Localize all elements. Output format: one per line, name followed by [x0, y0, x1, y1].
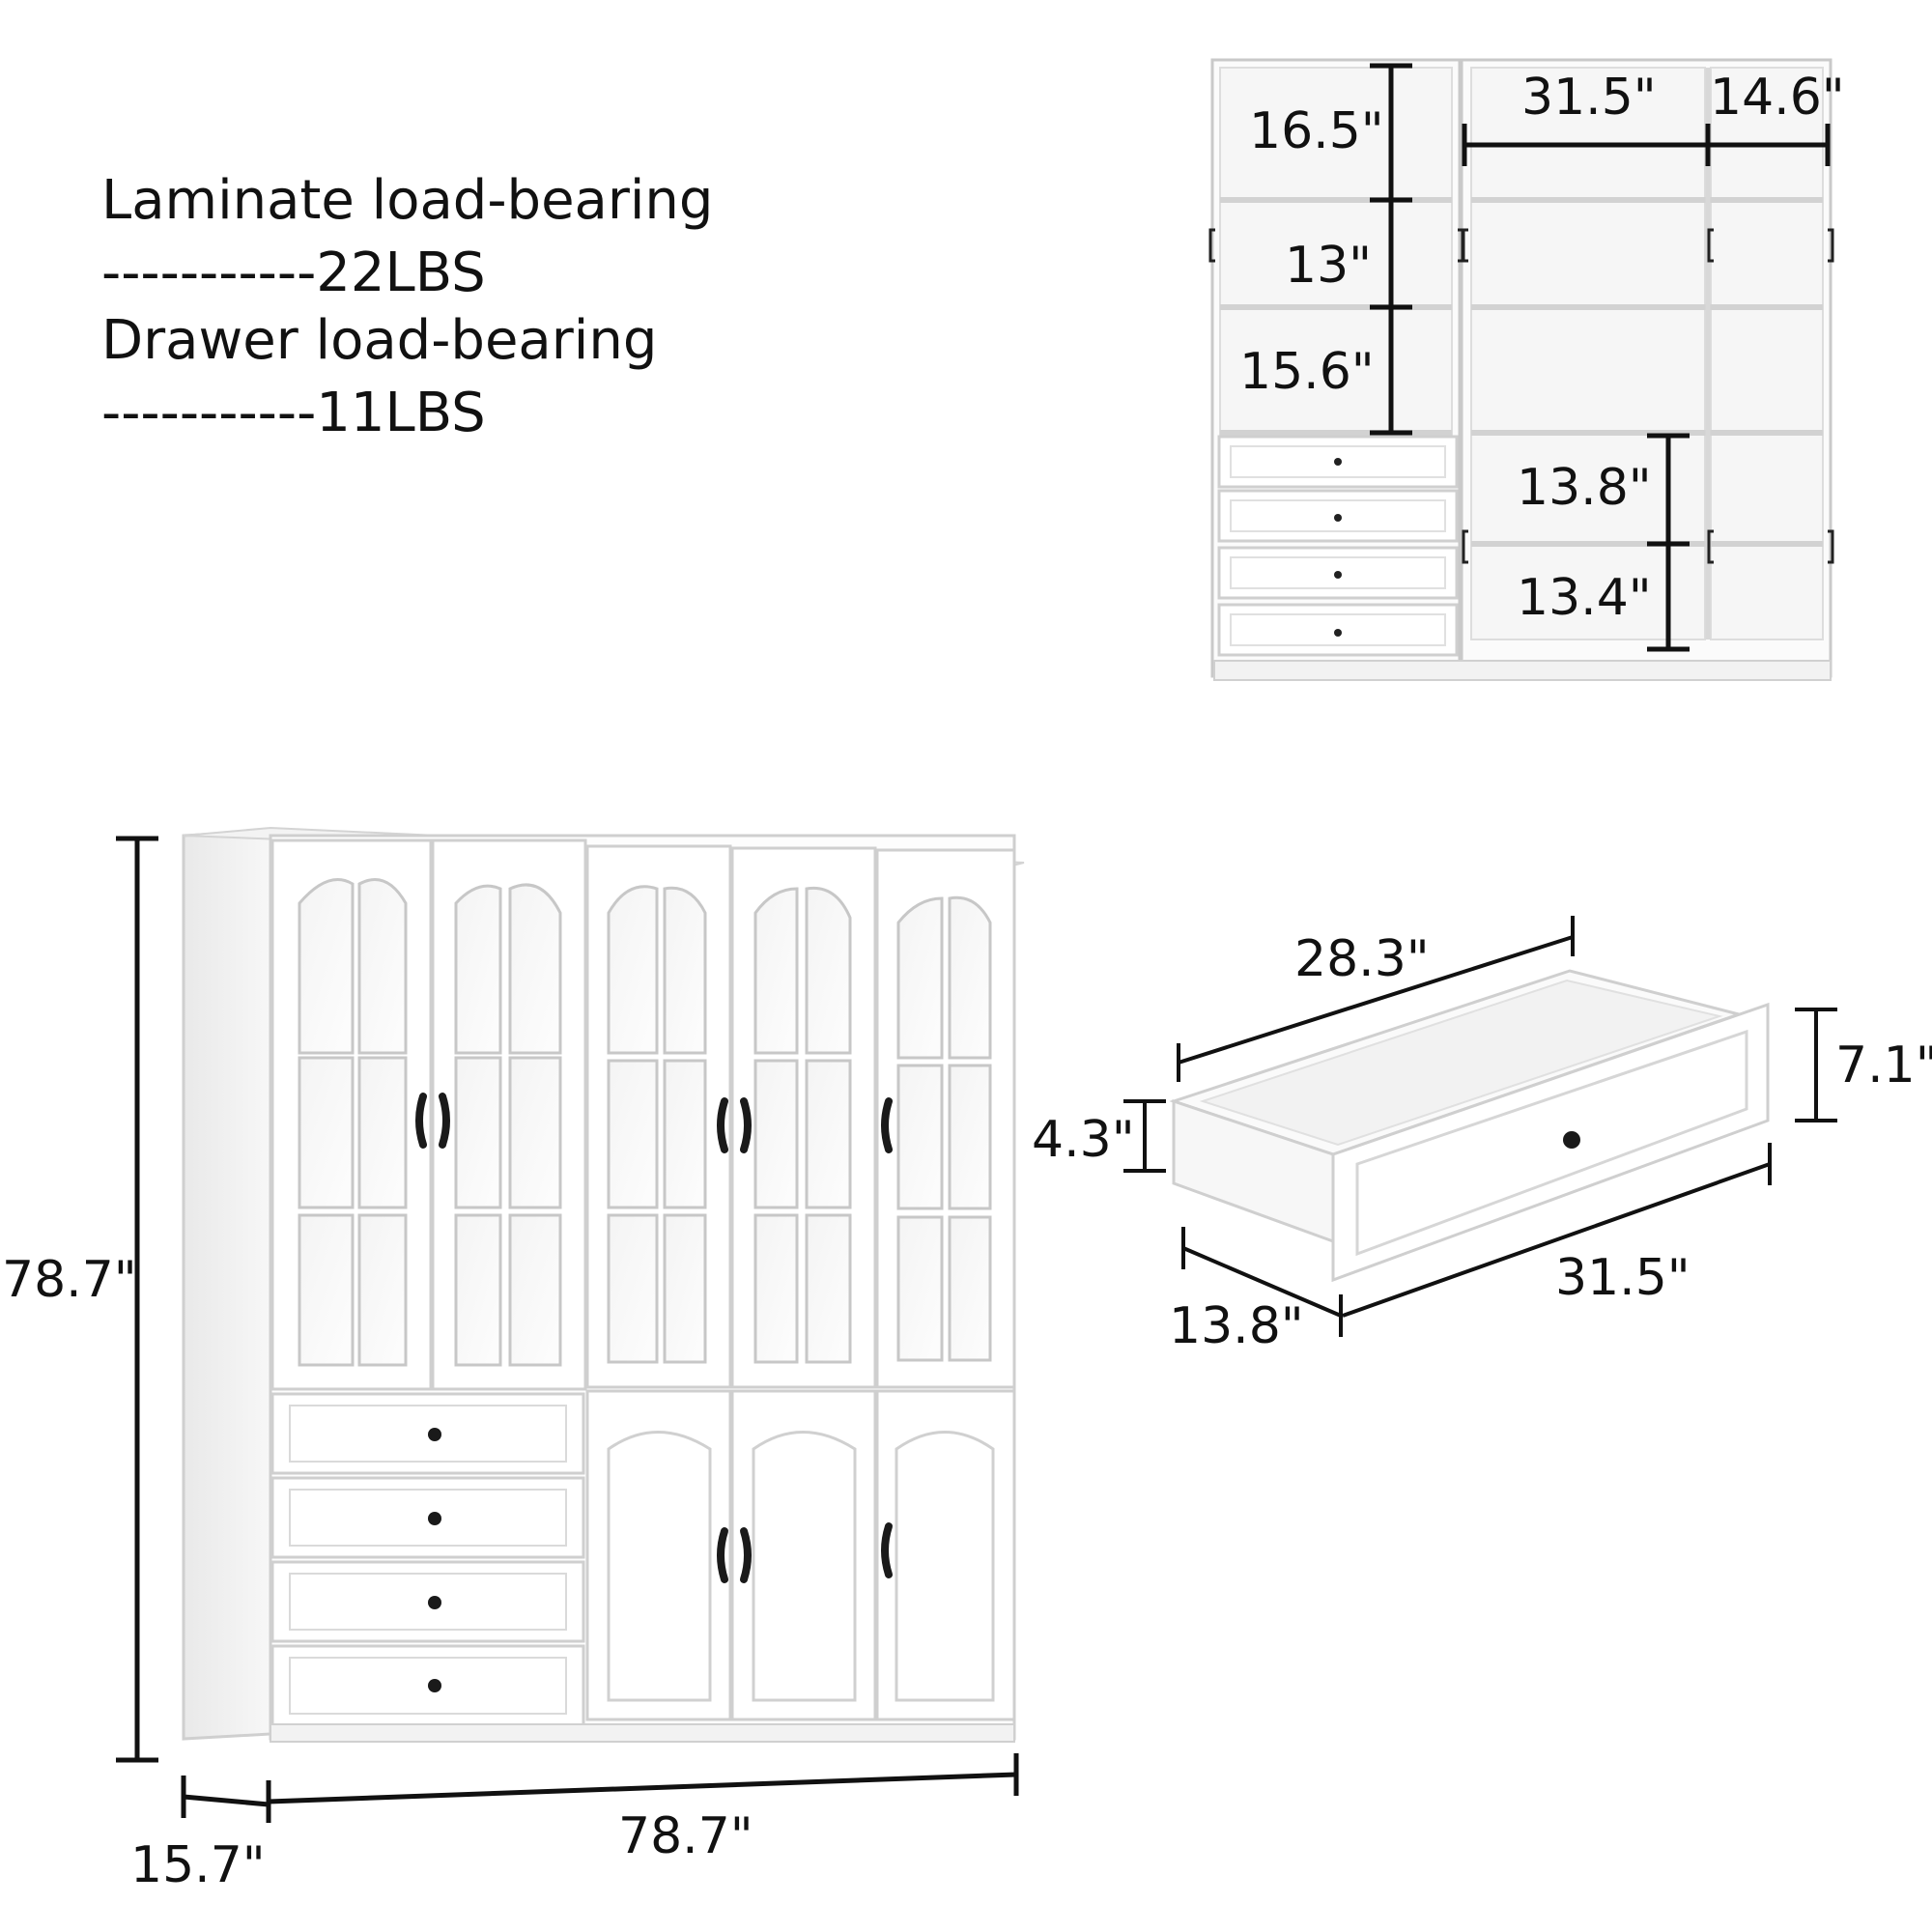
interior-drawer-stack — [1217, 435, 1459, 657]
dim-lower-shelf-upper: 13.8" — [1517, 459, 1652, 517]
dim-side-width: 14.6" — [1710, 69, 1845, 127]
dim-center-width: 31.5" — [1521, 69, 1657, 127]
drawer-load-value: -----------11LBS — [101, 382, 486, 444]
dim-shelf-top: 16.5" — [1249, 102, 1384, 160]
cabinet-front-view: 78.7" 78.7" 15.7" — [2, 826, 1025, 1894]
dim-cabinet-height: 78.7" — [2, 1251, 137, 1309]
dim-drawer-depth: 13.8" — [1169, 1297, 1304, 1355]
dim-drawer-box-height: 4.3" — [1032, 1111, 1135, 1169]
dim-drawer-inner-length: 28.3" — [1294, 930, 1430, 988]
drawer-knob — [1563, 1131, 1580, 1149]
interior-shelves-left — [1220, 197, 1452, 436]
interior-view: 16.5" 13" 15.6" 31.5" 14.6" 13.8" 13.4" — [1208, 58, 1845, 681]
drawer-front — [1331, 1002, 1770, 1283]
laminate-load-label: Laminate load-bearing — [101, 169, 714, 232]
cabinet-drawers — [270, 1392, 585, 1727]
dim-cabinet-depth: 15.7" — [130, 1836, 266, 1894]
interior-shelves-right — [1471, 197, 1823, 547]
dim-lower-shelf-lower: 13.4" — [1517, 569, 1652, 627]
dim-cabinet-width: 78.7" — [618, 1807, 753, 1865]
drawer-load-label: Drawer load-bearing — [101, 309, 658, 372]
dim-shelf-mid: 13" — [1285, 237, 1372, 295]
upper-door-handles — [415, 1093, 893, 1153]
lower-door-handles — [717, 1522, 893, 1583]
lower-doors — [585, 1389, 1016, 1721]
upper-glass-doors — [270, 838, 1016, 1391]
cabinet-side-panel — [182, 829, 272, 1741]
drawer-detail-view: 28.3" 7.1" 4.3" 13.8" 31.5" — [1032, 916, 1932, 1355]
dim-shelf-lower: 15.6" — [1239, 343, 1375, 401]
laminate-load-value: -----------22LBS — [101, 242, 486, 304]
dim-drawer-front-height: 7.1" — [1835, 1037, 1932, 1094]
dim-drawer-front-width: 31.5" — [1555, 1249, 1690, 1307]
